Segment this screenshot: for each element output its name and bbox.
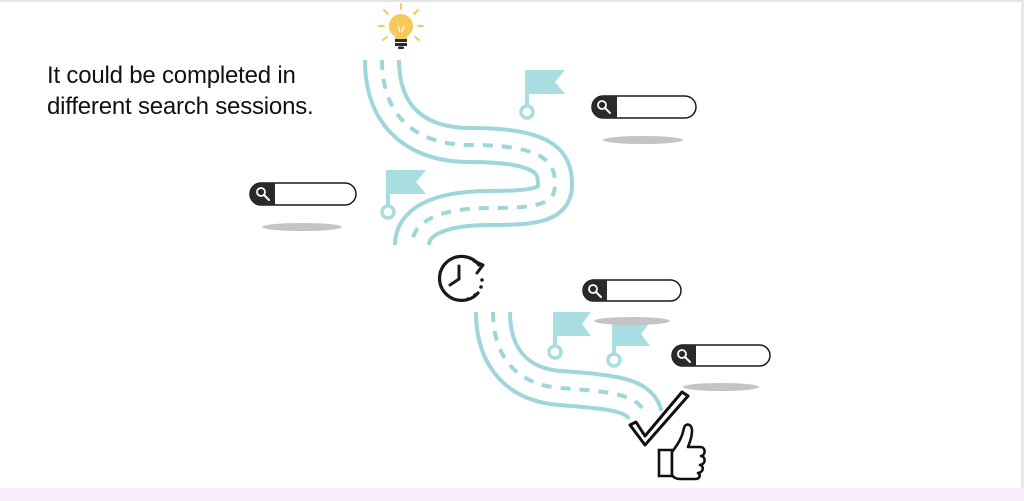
lightbulb-icon bbox=[378, 3, 424, 49]
flag-icon bbox=[380, 170, 426, 220]
flag-icon bbox=[606, 322, 650, 368]
checkmark-thumbs-up-icon bbox=[628, 390, 706, 481]
magnifier-icon bbox=[256, 187, 270, 201]
road-lower bbox=[474, 311, 664, 422]
clock-refresh-icon bbox=[437, 254, 485, 302]
road-upper bbox=[363, 59, 575, 247]
caption-text: It could be completed in different searc… bbox=[47, 62, 314, 120]
search-bar bbox=[671, 344, 771, 391]
search-bar bbox=[582, 279, 682, 325]
side-border bbox=[1021, 0, 1024, 501]
flag-icon bbox=[547, 312, 591, 360]
bottom-band bbox=[0, 488, 1024, 501]
flag-icon bbox=[519, 70, 565, 120]
search-bar bbox=[249, 182, 357, 231]
magnifier-icon bbox=[677, 349, 691, 363]
search-bar bbox=[591, 95, 697, 144]
magnifier-icon bbox=[588, 284, 602, 298]
magnifier-icon bbox=[597, 100, 611, 114]
top-border bbox=[0, 0, 1024, 2]
